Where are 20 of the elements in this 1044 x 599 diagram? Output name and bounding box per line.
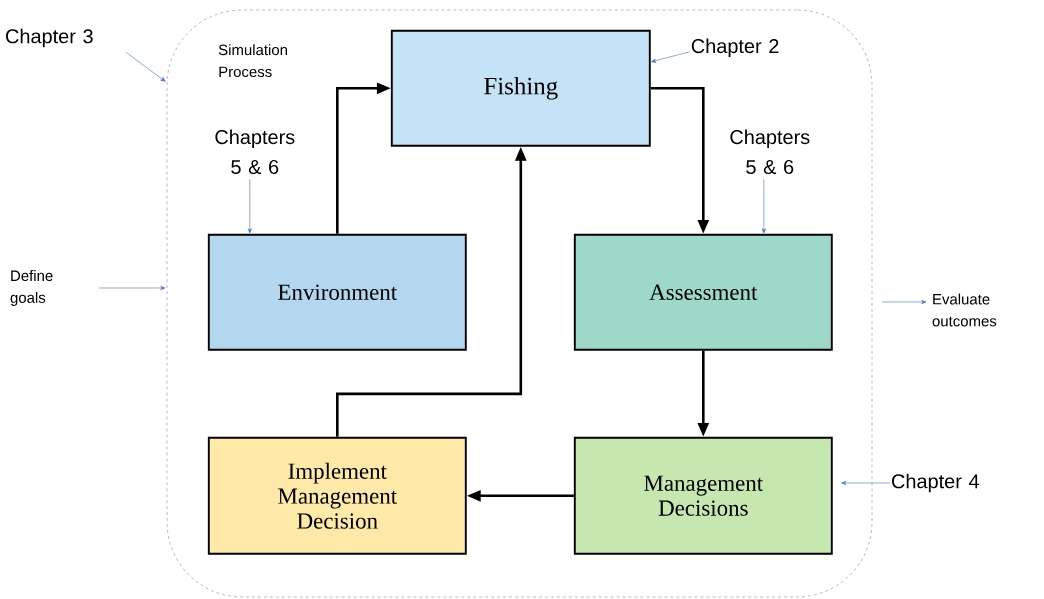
pointer-arrow (841, 480, 891, 486)
process-box: Environment (207, 233, 467, 351)
chapter-label: Chapters 5 & 6 (215, 129, 295, 175)
side-note: Evaluate outcomes (932, 293, 997, 327)
chapter-label: Chapter 3 (6, 28, 93, 48)
frame-heading: Simulation Process (218, 44, 287, 78)
process-box: Fishing (390, 29, 651, 147)
pointer-arrow (98, 285, 166, 291)
process-box: Implement Management Decision (207, 436, 467, 555)
process-box: Assessment (573, 233, 833, 351)
chapter-label: Chapter 4 (892, 473, 979, 493)
pointer-arrow (247, 178, 252, 234)
pointer-arrow (881, 299, 927, 305)
process-box: Management Decisions (573, 436, 833, 555)
pointer-arrow (651, 58, 657, 63)
chapter-label: Chapter 2 (691, 38, 779, 58)
pointer-arrow (761, 178, 766, 234)
chapter-label: Chapters 5 & 6 (730, 129, 810, 175)
side-note: Define goals (10, 270, 53, 306)
pointer-arrow (125, 52, 166, 82)
